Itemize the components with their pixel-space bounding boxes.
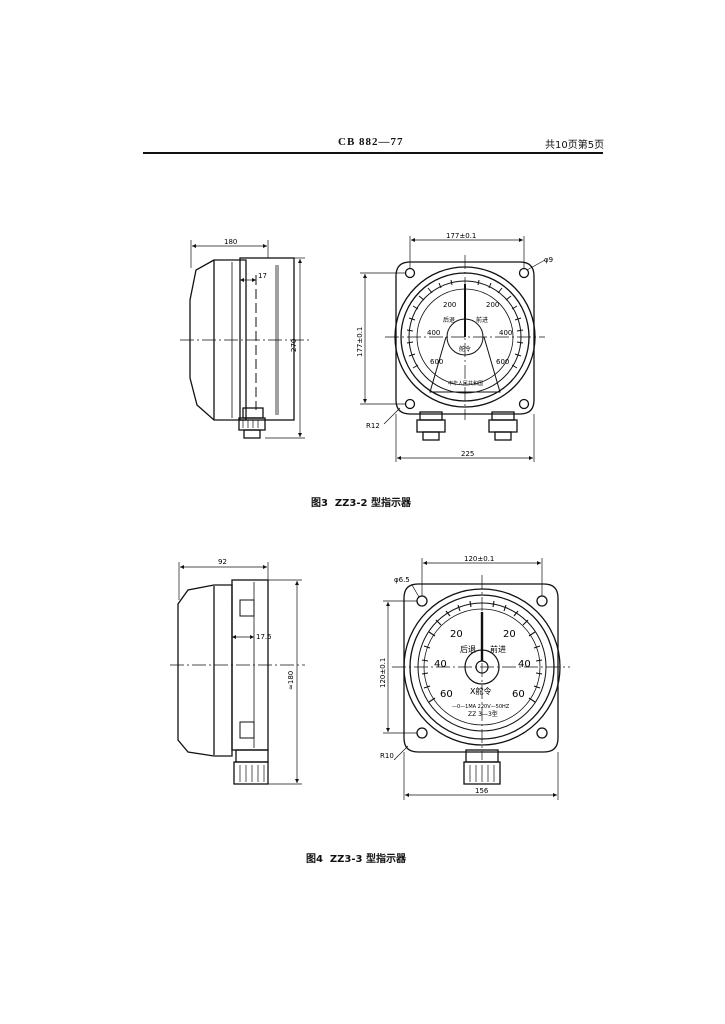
- fig4-right-scale-1: 20: [503, 629, 516, 640]
- fig4-dim-front-width: 156: [475, 787, 489, 795]
- fig3-dim-hole-spacing: 177±0.1: [446, 232, 476, 240]
- fig4-dim-side-width: 92: [218, 558, 227, 566]
- fig3-dim-side-height: 270: [290, 339, 298, 352]
- fig3-scale-ticks: [406, 279, 524, 369]
- fig3-right-scale-1: 200: [486, 301, 499, 309]
- fig4-dim-hole-dia: φ6.5: [394, 576, 410, 584]
- fig3-dim-corner-radius: R12: [366, 422, 380, 430]
- fig3-right-label: 前进: [476, 316, 488, 324]
- page-info: 共10页第5页: [545, 140, 605, 151]
- fig4-dim-corner-radius: R10: [380, 752, 394, 760]
- fig4-left-label: 后退: [460, 644, 476, 654]
- fig3-dim-side-inset: 17: [258, 272, 267, 280]
- fig4-dim-side-inset: 17.5: [256, 633, 272, 641]
- fig3-center-label: 舵令: [459, 345, 471, 353]
- fig3-left-scale-1: 200: [443, 301, 456, 309]
- header-rule: [143, 152, 603, 154]
- fig4-left-scale-1: 20: [450, 629, 463, 640]
- fig3-caption: 图3 ZZ3-2 型指示器: [311, 498, 411, 509]
- fig3-dim-front-width: 225: [461, 450, 474, 458]
- fig4-small-text: —0—1MA 220V—50HZ: [452, 704, 510, 710]
- fig4-dim-hole-spacing-v: 120±0.1: [379, 658, 387, 688]
- fig3-front-view: [360, 236, 546, 462]
- fig3-left-label: 后退: [443, 316, 455, 324]
- fig4-scale-ticks: [421, 600, 543, 703]
- fig4-right-label: 前进: [490, 644, 506, 654]
- standard-code: CB 882—77: [338, 136, 404, 148]
- fig4-center-label: X舵令: [470, 686, 491, 696]
- fig4-dim-side-height: ≈180: [287, 671, 295, 690]
- fig3-left-scale-3: 600: [430, 358, 443, 366]
- fig4-right-scale-2: 40: [518, 659, 531, 670]
- fig3-side-view: [180, 240, 310, 439]
- fig4-side-view: [170, 562, 305, 785]
- fig4-caption: 图4 ZZ3-3 型指示器: [306, 854, 406, 865]
- fig3-maker: 中华人民共和国: [448, 380, 483, 387]
- fig4-front-view: [383, 558, 570, 800]
- fig4-left-scale-2: 40: [434, 659, 447, 670]
- fig4-model: ZZ 3—3型: [468, 710, 498, 718]
- fig3-dim-hole-spacing-v: 177±0.1: [356, 327, 364, 357]
- fig3-right-scale-2: 400: [499, 329, 512, 337]
- fig4-left-scale-3: 60: [440, 689, 453, 700]
- fig4-dim-hole-spacing: 120±0.1: [464, 555, 494, 563]
- fig3-dim-hole-dia: φ9: [544, 256, 553, 264]
- fig3-left-scale-2: 400: [427, 329, 440, 337]
- fig3-right-scale-3: 600: [496, 358, 509, 366]
- fig3-dim-side-width: 180: [224, 238, 237, 246]
- fig4-right-scale-3: 60: [512, 689, 525, 700]
